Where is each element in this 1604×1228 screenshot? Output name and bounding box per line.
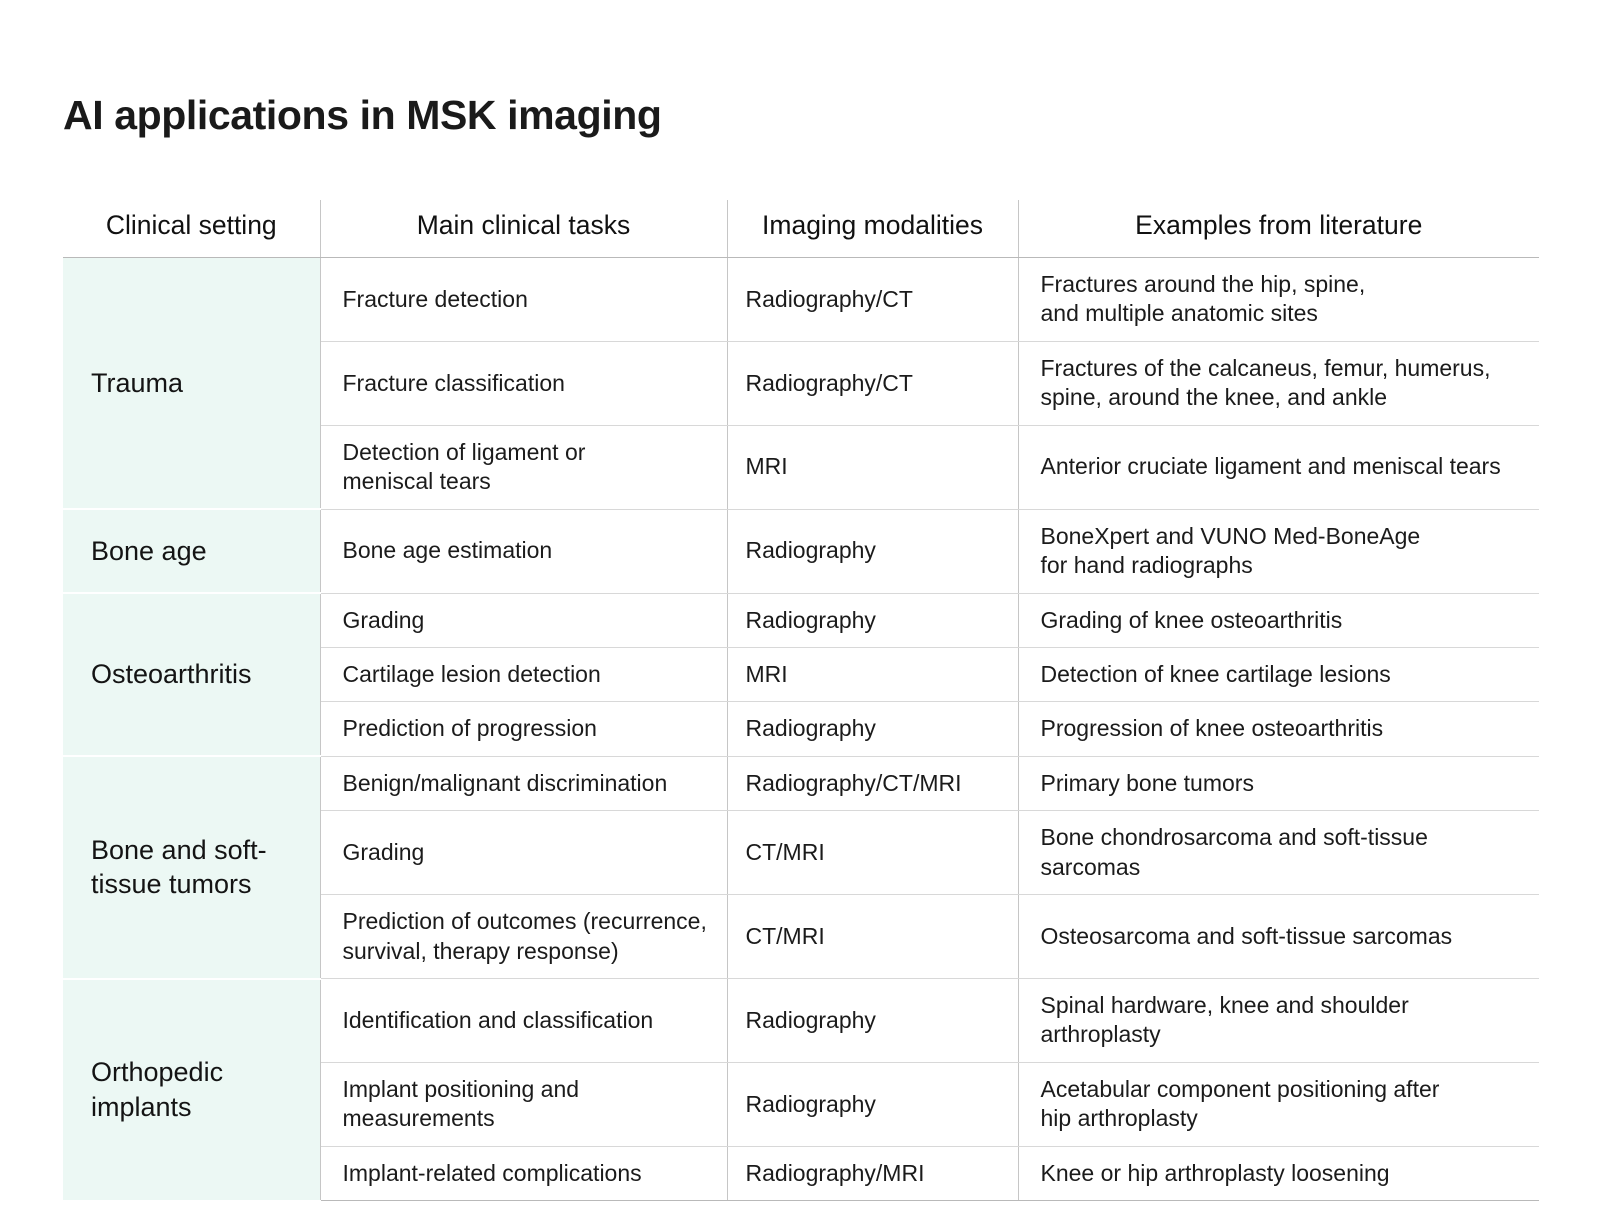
task-cell: Fracture detection [320,257,728,342]
example-cell: Fractures around the hip, spine, and mul… [1018,257,1539,342]
example-cell: Progression of knee osteoarthritis [1018,701,1539,757]
table-row: Fracture classification Radiography/CT F… [63,341,1539,426]
clinical-setting-label-line-1: Orthopedic [91,1057,224,1088]
task-cell: Grading [320,592,728,648]
table-body: Trauma Fracture detection Radiography/CT… [63,257,1539,1202]
modality-cell: Radiography [727,978,1019,1063]
table-row: Cartilage lesion detection MRI Detection… [63,647,1539,703]
task-cell: Detection of ligament or meniscal tears [320,425,728,510]
task-cell: Benign/malignant discrimination [320,755,728,812]
example-line-1: Spinal hardware, knee and shoulder [1040,992,1409,1018]
task-cell: Grading [320,810,728,896]
example-cell: Grading of knee osteoarthritis [1018,592,1539,648]
modality-cell: MRI [727,647,1019,703]
column-header-imaging-modalities: Imaging modalities [727,200,1019,258]
task-line-1: Implant positioning and [342,1075,580,1102]
task-cell: Identification and classification [320,978,728,1063]
task-cell: Cartilage lesion detection [320,647,728,703]
clinical-setting-cell: Bone and soft- tissue tumors [63,755,321,980]
example-cell: Detection of knee cartilage lesions [1018,647,1539,703]
modality-cell: Radiography/CT [727,341,1019,426]
column-header-main-clinical-tasks: Main clinical tasks [320,200,728,258]
example-cell: Primary bone tumors [1018,755,1539,812]
modality-cell: Radiography [727,1062,1019,1147]
task-cell: Prediction of outcomes (recurrence, surv… [320,894,728,979]
clinical-setting-label: Trauma [91,367,184,398]
table-row: Implant positioning and measurements Rad… [63,1062,1539,1147]
task-cell: Fracture classification [320,341,728,426]
example-line-2: for hand radiographs [1040,552,1253,579]
modality-cell: Radiography [727,508,1019,594]
table-row: Trauma Fracture detection Radiography/CT… [63,257,1539,511]
table-row: Bone age Bone age estimation Radiography… [63,508,1539,594]
table-row: Bone and soft- tissue tumors Benign/mali… [63,755,1539,980]
example-line-2: sarcomas [1040,853,1141,880]
example-line-1: Acetabular component positioning after [1040,1075,1440,1102]
task-cell: Prediction of progression [320,701,728,757]
modality-cell: Radiography/CT/MRI [727,755,1019,812]
task-cell: Implant positioning and measurements [320,1062,728,1147]
table-row: Prediction of progression Radiography Pr… [63,701,1539,757]
clinical-setting-cell: Orthopedic implants [63,977,321,1202]
example-cell: BoneXpert and VUNO Med-BoneAge for hand … [1018,508,1539,594]
table-row: Detection of ligament or meniscal tears … [63,425,1539,510]
example-cell: Spinal hardware, knee and shoulder arthr… [1018,978,1539,1063]
modality-cell: CT/MRI [727,894,1019,979]
example-line-2: arthroplasty [1040,1021,1161,1048]
example-cell: Anterior cruciate ligament and meniscal … [1018,425,1539,510]
table-row: Orthopedic implants Identification and c… [63,977,1539,1202]
modality-cell: Radiography [727,592,1019,648]
clinical-setting-label: Bone age [91,535,207,566]
table-header: Clinical setting Main clinical tasks Ima… [63,200,1539,258]
clinical-setting-cell: Bone age [63,508,321,594]
example-line-2: hip arthroplasty [1040,1105,1198,1132]
example-cell: Acetabular component positioning after h… [1018,1062,1539,1147]
clinical-setting-cell: Trauma [63,257,321,511]
example-line-1: Fractures of the calcaneus, femur, humer… [1040,354,1491,381]
modality-cell: MRI [727,425,1019,510]
clinical-setting-label: Osteoarthritis [91,659,252,690]
example-line-2: and multiple anatomic sites [1040,300,1318,327]
task-cell: Implant-related complications [320,1146,728,1202]
task-line-1: Prediction of outcomes (recurrence, [342,908,707,935]
column-header-examples: Examples from literature [1018,200,1539,258]
clinical-setting-label-line-2: tissue tumors [91,869,252,900]
msk-applications-table-container: Clinical setting Main clinical tasks Ima… [63,200,1539,1202]
example-cell: Osteosarcoma and soft-tissue sarcomas [1018,894,1539,979]
example-cell: Fractures of the calcaneus, femur, humer… [1018,341,1539,426]
task-line-2: meniscal tears [342,468,491,495]
task-line-1: Detection of ligament or [342,438,586,465]
clinical-setting-label-line-2: implants [91,1091,192,1122]
example-cell: Bone chondrosarcoma and soft-tissue sarc… [1018,810,1539,896]
example-line-2: spine, around the knee, and ankle [1040,384,1388,411]
example-line-1: Fractures around the hip, spine, [1040,271,1366,297]
header-row: Clinical setting Main clinical tasks Ima… [63,200,1539,258]
table-row: Osteoarthritis Grading Radiography Gradi… [63,592,1539,758]
task-line-2: survival, therapy response) [342,937,619,964]
task-cell: Bone age estimation [320,508,728,594]
clinical-setting-cell: Osteoarthritis [63,592,321,758]
modality-cell: Radiography [727,701,1019,757]
task-line-2: measurements [342,1105,495,1132]
modality-cell: Radiography/MRI [727,1146,1019,1202]
clinical-setting-label-line-1: Bone and soft- [91,834,267,865]
msk-applications-table: Clinical setting Main clinical tasks Ima… [63,200,1539,1202]
example-line-1: Bone chondrosarcoma and soft-tissue [1040,824,1428,851]
column-header-clinical-setting: Clinical setting [63,200,321,258]
example-cell: Knee or hip arthroplasty loosening [1018,1146,1539,1202]
example-line-1: BoneXpert and VUNO Med-BoneAge [1040,522,1421,549]
modality-cell: Radiography/CT [727,257,1019,342]
page-title: AI applications in MSK imaging [63,92,662,138]
table-row: Grading CT/MRI Bone chondrosarcoma and s… [63,810,1539,896]
table-row: Implant-related complications Radiograph… [63,1146,1539,1202]
modality-cell: CT/MRI [727,810,1019,896]
